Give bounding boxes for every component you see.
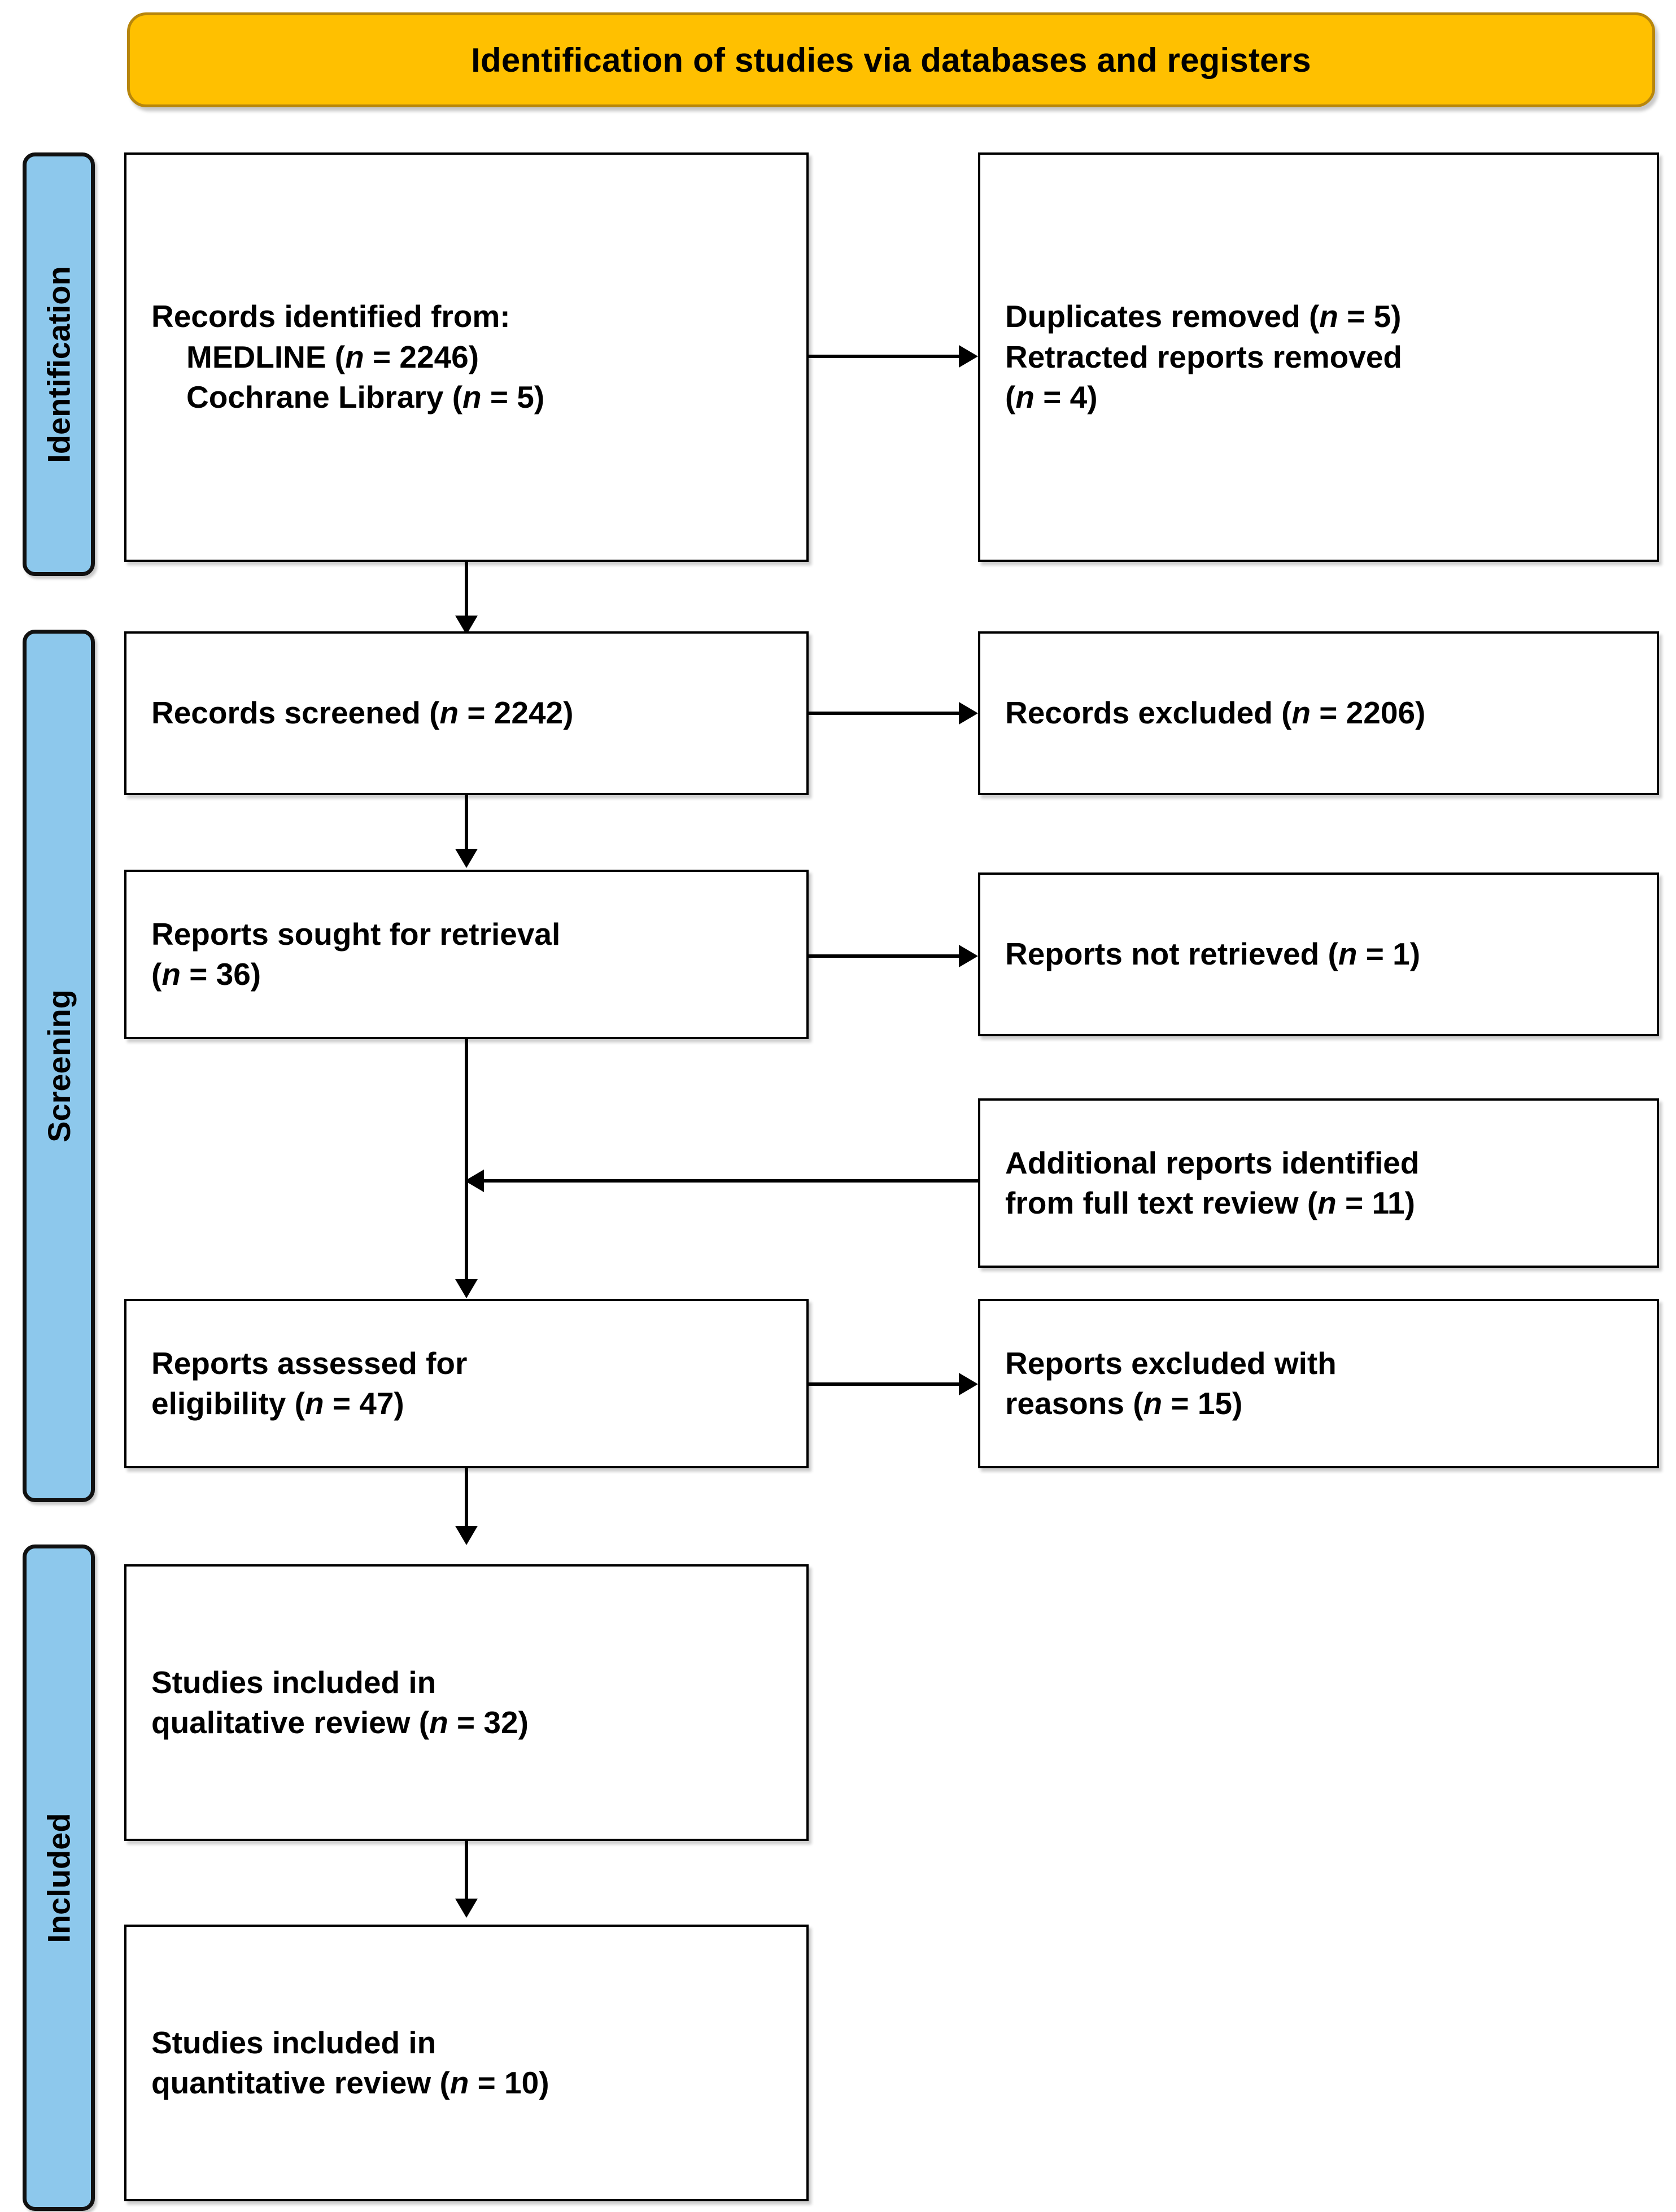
arrow-sought-to-assessed xyxy=(455,1279,478,1298)
box-duplicates-removed: Duplicates removed (n = 5) Retracted rep… xyxy=(978,152,1659,562)
arrow-screened-to-sought xyxy=(455,849,478,868)
box-additional-reports-text: Additional reports identified from full … xyxy=(1005,1143,1419,1224)
quantitative-line2: quantitative review (n = 10) xyxy=(151,2065,549,2100)
box-records-excluded-text: Records excluded (n = 2206) xyxy=(1005,695,1426,731)
qualitative-line2: qualitative review (n = 32) xyxy=(151,1705,529,1740)
arrow-additional-to-trunk xyxy=(465,1170,484,1192)
connector-assessed-to-excluded-reasons xyxy=(809,1382,959,1386)
reports-excluded-reasons-line2: reasons (n = 15) xyxy=(1005,1386,1243,1421)
reports-assessed-line2: eligibility (n = 47) xyxy=(151,1386,404,1421)
stage-bar-screening: Screening xyxy=(23,630,95,1502)
records-identified-line3: Cochrane Library (n = 5) xyxy=(186,379,545,415)
additional-reports-line2: from full text review (n = 11) xyxy=(1005,1185,1415,1220)
connector-identified-to-removed xyxy=(809,355,959,358)
qualitative-line1: Studies included in xyxy=(151,1664,437,1700)
arrow-sought-to-not-retrieved xyxy=(959,945,978,967)
box-additional-reports: Additional reports identified from full … xyxy=(978,1098,1659,1268)
connector-sought-to-assessed xyxy=(465,1039,468,1288)
connector-identified-to-screened xyxy=(465,562,468,624)
box-studies-qualitative-text: Studies included in qualitative review (… xyxy=(151,1663,529,1743)
additional-reports-line1: Additional reports identified xyxy=(1005,1145,1420,1180)
removed-line2: Retracted reports removed xyxy=(1005,339,1403,374)
arrow-qualitative-to-quantitative xyxy=(455,1899,478,1918)
stage-bar-included: Included xyxy=(23,1545,95,2211)
quantitative-line1: Studies included in xyxy=(151,2025,437,2060)
box-reports-excluded-reasons-text: Reports excluded with reasons (n = 15) xyxy=(1005,1343,1337,1424)
reports-assessed-line1: Reports assessed for xyxy=(151,1345,468,1381)
reports-excluded-reasons-line1: Reports excluded with xyxy=(1005,1345,1337,1381)
stage-bar-identification: Identification xyxy=(23,152,95,576)
box-records-screened-text: Records screened (n = 2242) xyxy=(151,695,574,731)
box-studies-quantitative: Studies included in quantitative review … xyxy=(124,1925,809,2201)
reports-sought-line2: (n = 36) xyxy=(151,957,261,992)
stage-label-screening: Screening xyxy=(41,989,77,1142)
stage-label-identification: Identification xyxy=(41,265,77,463)
connector-sought-to-not-retrieved xyxy=(809,954,959,958)
records-identified-line2: MEDLINE (n = 2246) xyxy=(186,339,479,374)
connector-additional-to-trunk xyxy=(483,1179,978,1183)
box-duplicates-removed-text: Duplicates removed (n = 5) Retracted rep… xyxy=(1005,296,1402,418)
records-identified-line1: Records identified from: xyxy=(151,299,510,334)
box-reports-sought: Reports sought for retrieval (n = 36) xyxy=(124,870,809,1039)
arrow-assessed-to-excluded-reasons xyxy=(959,1373,978,1395)
connector-screened-to-excluded xyxy=(809,712,959,715)
box-studies-quantitative-text: Studies included in quantitative review … xyxy=(151,2023,549,2104)
box-reports-sought-text: Reports sought for retrieval (n = 36) xyxy=(151,914,560,995)
box-records-excluded: Records excluded (n = 2206) xyxy=(978,631,1659,795)
arrow-assessed-to-qualitative xyxy=(455,1526,478,1545)
removed-line1: Duplicates removed (n = 5) xyxy=(1005,299,1402,334)
connector-qualitative-to-quantitative xyxy=(465,1841,468,1906)
connector-assessed-to-qualitative xyxy=(465,1468,468,1533)
box-records-identified-text: Records identified from: MEDLINE (n = 22… xyxy=(151,296,544,418)
removed-line3: (n = 4) xyxy=(1005,379,1098,415)
stage-label-included: Included xyxy=(41,1812,77,1943)
box-reports-assessed: Reports assessed for eligibility (n = 47… xyxy=(124,1299,809,1468)
box-records-screened: Records screened (n = 2242) xyxy=(124,631,809,795)
box-studies-qualitative: Studies included in qualitative review (… xyxy=(124,1564,809,1841)
box-reports-not-retrieved: Reports not retrieved (n = 1) xyxy=(978,872,1659,1036)
connector-screened-to-sought xyxy=(465,795,468,857)
box-reports-excluded-reasons: Reports excluded with reasons (n = 15) xyxy=(978,1299,1659,1468)
arrow-identified-to-removed xyxy=(959,345,978,368)
diagram-title: Identification of studies via databases … xyxy=(471,41,1311,79)
box-records-identified: Records identified from: MEDLINE (n = 22… xyxy=(124,152,809,562)
reports-sought-line1: Reports sought for retrieval xyxy=(151,916,561,952)
box-reports-not-retrieved-text: Reports not retrieved (n = 1) xyxy=(1005,936,1421,972)
box-reports-assessed-text: Reports assessed for eligibility (n = 47… xyxy=(151,1343,467,1424)
arrow-screened-to-excluded xyxy=(959,702,978,725)
diagram-header-banner: Identification of studies via databases … xyxy=(127,12,1655,107)
